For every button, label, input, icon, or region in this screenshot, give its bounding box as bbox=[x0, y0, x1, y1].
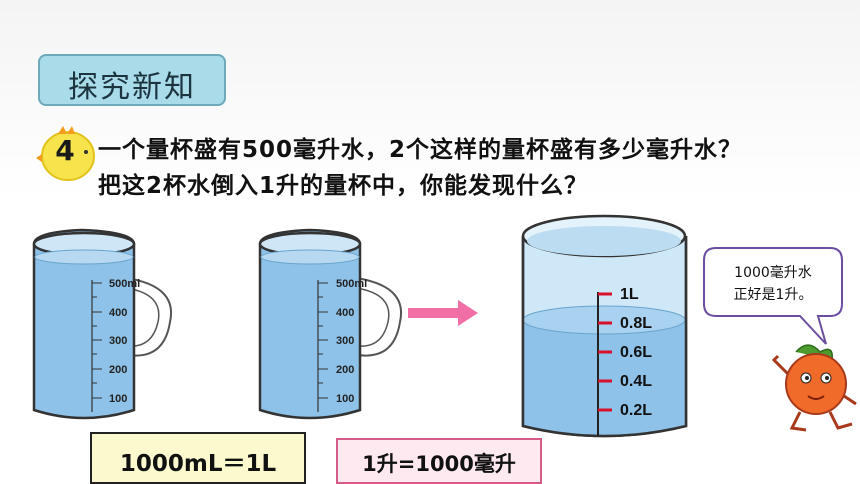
equation-right-text: 1升=1000毫升 bbox=[362, 452, 516, 476]
cup2-tick-500: 500ml bbox=[336, 278, 367, 290]
cup1-tick-300: 300 bbox=[109, 335, 127, 347]
strawberry-mascot-icon bbox=[771, 344, 857, 432]
question-number: 4 bbox=[55, 134, 75, 167]
cup1-tick-500: 500ml bbox=[109, 278, 140, 290]
big-tick-0.8L: 0.8L bbox=[620, 315, 652, 332]
measuring-cup-2: 500ml 400 300 200 100 bbox=[258, 228, 403, 420]
big-tick-1L: 1L bbox=[620, 286, 639, 303]
bubble-line-1: 1000毫升水 bbox=[734, 265, 812, 281]
cup2-tick-200: 200 bbox=[336, 364, 354, 376]
equation-left-text: 1000mL＝1L bbox=[119, 451, 277, 477]
section-title: 探究新知 bbox=[68, 70, 196, 105]
big-tick-0.2L: 0.2L bbox=[620, 402, 652, 419]
equation-box-left: 1000mL＝1L bbox=[90, 432, 306, 484]
cup1-tick-400: 400 bbox=[109, 307, 127, 319]
section-title-tag: 探究新知 bbox=[38, 54, 226, 106]
question-line-1: 一个量杯盛有500毫升水，2个这样的量杯盛有多少毫升水？ bbox=[98, 137, 743, 163]
question-line-2: 把这2杯水倒入1升的量杯中，你能发现什么？ bbox=[98, 173, 589, 199]
chick-icon bbox=[36, 126, 95, 181]
big-measuring-cup: 1L 0.8L 0.6L 0.4L 0.2L bbox=[521, 214, 688, 438]
cup2-tick-300: 300 bbox=[336, 335, 354, 347]
speech-bubble bbox=[703, 247, 843, 345]
equation-box-right: 1升=1000毫升 bbox=[336, 438, 542, 484]
cup1-tick-200: 200 bbox=[109, 364, 127, 376]
cup1-tick-100: 100 bbox=[109, 393, 127, 405]
cup2-tick-100: 100 bbox=[336, 393, 354, 405]
big-tick-0.4L: 0.4L bbox=[620, 373, 652, 390]
big-tick-0.6L: 0.6L bbox=[620, 344, 652, 361]
cup2-tick-400: 400 bbox=[336, 307, 354, 319]
bubble-line-2: 正好是1升。 bbox=[733, 287, 813, 303]
measuring-cup-1: 500ml 400 300 200 100 bbox=[32, 228, 173, 420]
pour-arrow-icon bbox=[408, 300, 478, 326]
